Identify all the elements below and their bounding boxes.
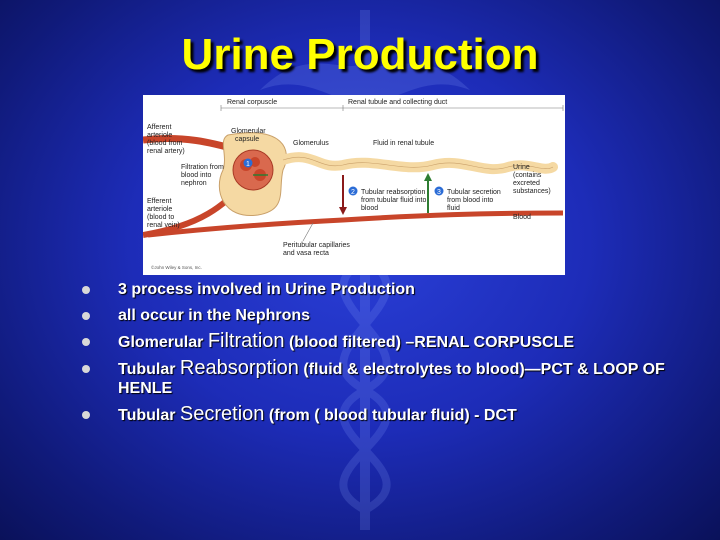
svg-text:and vasa recta: and vasa recta	[283, 250, 329, 257]
bullet-dot-icon	[82, 365, 90, 373]
svg-text:Filtration from: Filtration from	[181, 164, 224, 171]
svg-text:fluid: fluid	[447, 205, 460, 212]
svg-text:Efferent: Efferent	[147, 198, 171, 205]
slide-title: Urine Production	[181, 30, 539, 79]
nephron-diagram: Renal corpuscle Renal tubule and collect…	[143, 95, 565, 275]
svg-text:substances): substances)	[513, 188, 551, 195]
svg-text:blood into: blood into	[181, 172, 211, 179]
svg-text:1: 1	[246, 161, 250, 168]
svg-text:blood: blood	[361, 205, 378, 212]
bullet-item: Tubular Secretion (from ( blood tubular …	[80, 404, 680, 425]
nephron-illustration: Renal corpuscle Renal tubule and collect…	[143, 99, 564, 270]
svg-text:capsule: capsule	[235, 136, 259, 143]
svg-text:(blood from: (blood from	[147, 140, 183, 147]
svg-text:2: 2	[351, 189, 355, 196]
label-renal-tubule: Renal tubule and collecting duct	[348, 99, 447, 106]
bullet-dot-icon	[82, 411, 90, 419]
svg-text:Afferent: Afferent	[147, 124, 171, 131]
bullet-item: Glomerular Filtration (blood filtered) –…	[80, 331, 680, 352]
svg-text:Tubular secretion: Tubular secretion	[447, 189, 501, 196]
bullet-dot-icon	[82, 312, 90, 320]
svg-text:arteriole: arteriole	[147, 206, 172, 213]
svg-text:Blood: Blood	[513, 214, 531, 221]
bullet-dot-icon	[82, 286, 90, 294]
marker-2-icon	[348, 186, 358, 196]
svg-text:from tubular fluid into: from tubular fluid into	[361, 197, 426, 204]
svg-text:Glomerulus: Glomerulus	[293, 140, 329, 147]
svg-text:Tubular reabsorption: Tubular reabsorption	[361, 189, 425, 196]
glomerulus	[232, 149, 274, 191]
svg-text:Peritubular capillaries: Peritubular capillaries	[283, 242, 350, 249]
svg-text:excreted: excreted	[513, 180, 540, 187]
peritubular-capillary	[147, 210, 564, 238]
bullet-dot-icon	[82, 338, 90, 346]
svg-text:nephron: nephron	[181, 180, 207, 187]
bullet-item: Tubular Reabsorption (fluid & electrolyt…	[80, 358, 680, 398]
svg-text:Glomerular: Glomerular	[231, 128, 266, 135]
bullet-list: 3 process involved in Urine Production a…	[80, 280, 680, 432]
svg-text:Urine: Urine	[513, 164, 530, 171]
marker-3-icon	[434, 186, 444, 196]
svg-text:3: 3	[437, 189, 441, 196]
svg-text:renal vein): renal vein)	[147, 222, 180, 229]
marker-1-icon	[243, 158, 253, 168]
copyright-text: ©John Wiley & Sons, Inc.	[151, 264, 202, 270]
bullet-item: 3 process involved in Urine Production	[80, 280, 680, 299]
bullet-item: all occur in the Nephrons	[80, 306, 680, 325]
svg-text:(contains: (contains	[513, 172, 542, 179]
svg-text:arteriole: arteriole	[147, 132, 172, 139]
svg-text:renal artery): renal artery)	[147, 148, 185, 155]
svg-text:(blood to: (blood to	[147, 214, 174, 221]
svg-text:from blood into: from blood into	[447, 197, 493, 204]
svg-text:Fluid in renal tubule: Fluid in renal tubule	[373, 140, 434, 147]
label-renal-corpuscle: Renal corpuscle	[227, 99, 277, 106]
